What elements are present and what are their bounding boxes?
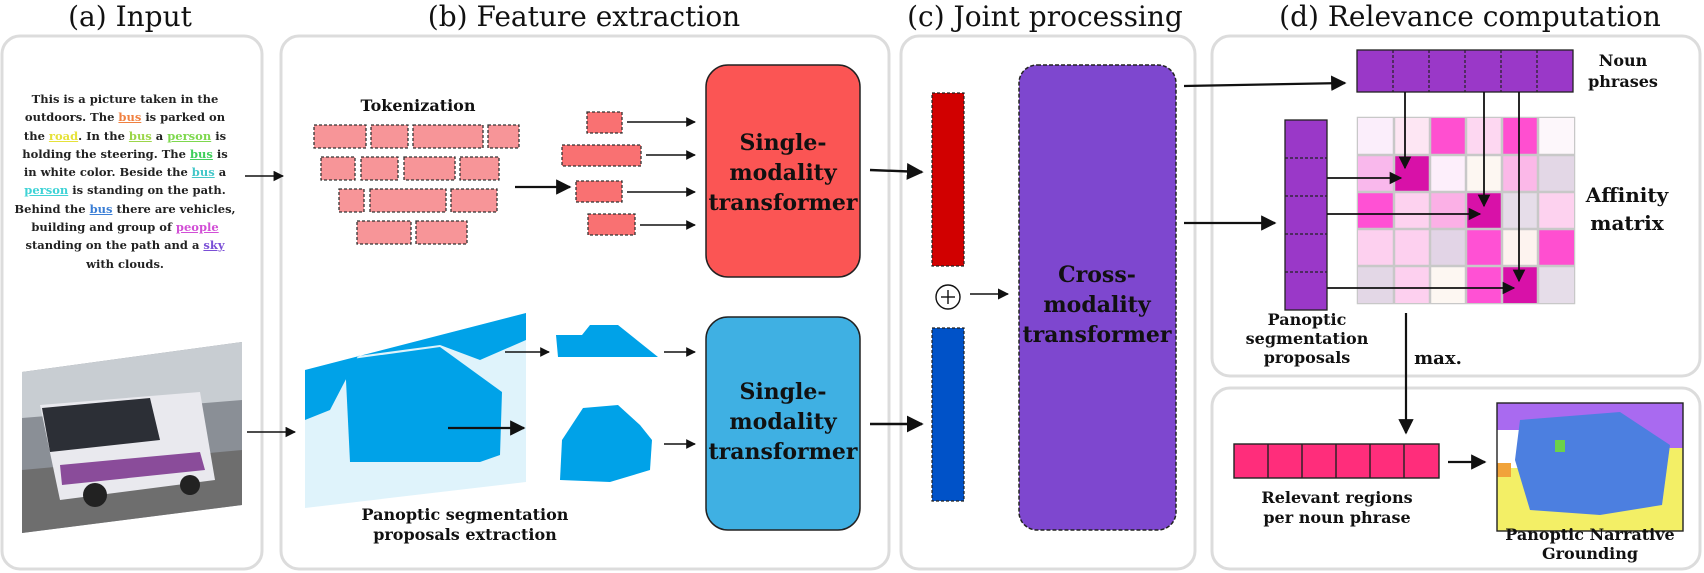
noun-phrase-highlight: road [48,128,79,143]
noun-phrase-highlight: person [24,183,69,198]
max-label: max. [1414,348,1462,369]
section-title-input: (a) Input [68,0,192,33]
relevant-label-1: Relevant regions [1261,488,1412,507]
image-transformer-box [705,316,861,531]
narrative-segment: there are vehicles, building and group o… [31,201,236,235]
proposals-vector [1284,119,1328,311]
noun-phrases-label-1: Noun [1599,51,1648,70]
proposals-extraction-label-1: Panoptic segmentation [362,505,569,524]
grounding-label-2: Grounding [1542,544,1638,563]
noun-phrase-highlight: bus [118,110,142,125]
proposals-vector-label-3: proposals [1264,348,1351,367]
cross-transformer-label-1: Cross- [1058,262,1136,288]
narrative-segment: . In the [78,128,129,143]
narrative-segment: a [151,128,168,143]
token-embeddings [561,111,642,236]
tokenization-label: Tokenization [361,96,476,115]
affinity-label-2: matrix [1590,211,1664,235]
image-transformer-label-1: Single- [739,379,826,405]
narrative-segment: is standing on the path. Behind the [14,183,226,216]
noun-phrase-highlight: bus [189,146,213,161]
noun-phrase-highlight: sky [203,238,225,253]
image-transformer-label-2: modality [729,409,837,435]
section-title-relevance: (d) Relevance computation [1279,0,1661,33]
relevant-regions-vector [1233,443,1440,479]
affinity-matrix [1356,116,1576,305]
noun-phrase-highlight: person [167,128,212,143]
text-transformer-label-1: Single- [739,130,826,156]
grounding-output-image [1496,402,1684,532]
cross-transformer-label-3: transformer [1023,322,1172,348]
narrative-segment: with clouds. [86,256,164,271]
relevant-label-2: per noun phrase [1263,508,1410,527]
narrative-text: This is a picture taken in the outdoors.… [14,90,236,273]
proposals-vector-label-1: Panoptic [1268,310,1347,329]
noun-phrases-vector [1356,49,1574,93]
noun-phrase-highlight: bus [89,201,113,216]
text-transformer-label-3: transformer [709,190,858,216]
noun-phrase-highlight: people [175,220,219,235]
text-transformer-label-2: modality [729,160,837,186]
image-feature-bar [931,327,965,502]
proposals-extraction-label-2: proposals extraction [373,525,557,544]
cross-transformer-label-2: modality [1043,292,1151,318]
proposals-vector-label-2: segmentation [1246,329,1369,348]
noun-phrase-highlight: bus [128,128,152,143]
narrative-segment: standing on the path and a [25,238,204,253]
grounding-label-1: Panoptic Narrative [1505,525,1674,544]
bus-photo [22,342,242,533]
token-blocks [313,124,520,245]
text-transformer-box [705,64,861,278]
affinity-label-1: Affinity [1585,183,1670,207]
text-feature-bar [931,92,965,267]
narrative-segment: is holding the steering. The [22,128,227,161]
segmentation-proposals [305,313,658,508]
narrative-segment: is in white color. Beside the [23,146,228,180]
cross-transformer-box [1018,64,1177,531]
narrative-segment: is parked on the [23,110,226,143]
narrative-segment: a [214,165,227,180]
noun-phrases-label-2: phrases [1588,72,1658,91]
section-title-feature: (b) Feature extraction [428,0,740,33]
image-transformer-label-3: transformer [709,439,858,465]
section-title-joint: (c) Joint processing [907,0,1183,33]
noun-phrase-highlight: bus [191,165,215,180]
narrative-segment: This is a picture taken in the outdoors.… [24,92,219,125]
